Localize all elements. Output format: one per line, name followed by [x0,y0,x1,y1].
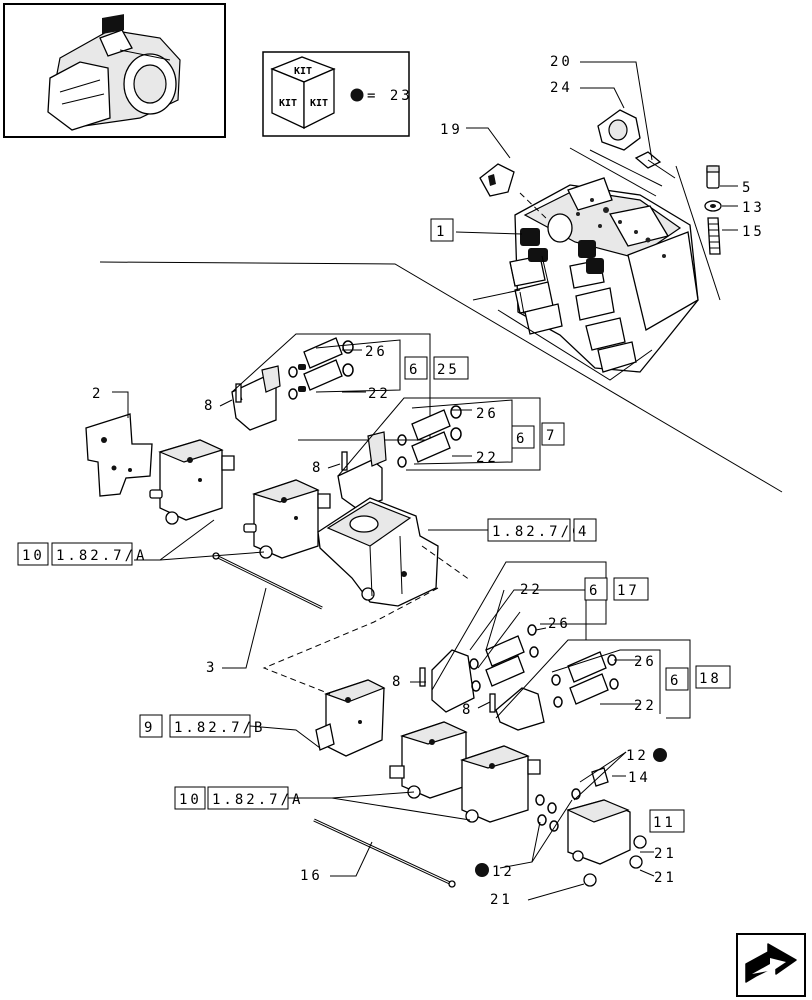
callout-2: 2 [92,386,103,402]
kit-bullet-icon-12a [653,748,667,762]
bracket-assembly-25 [231,337,354,431]
callout-10a: 10 [22,548,45,564]
valve-section-c [317,497,439,607]
main-valve-assembly [509,177,699,373]
kit-quantity-label: = 23 [367,88,413,104]
callout-13: 13 [742,200,765,216]
callout-18: 18 [699,671,722,687]
callout-6c: 6 [589,583,600,599]
callout-26d: 26 [634,654,657,670]
valve-section-a-lower-left [389,721,468,799]
callout-5: 5 [742,180,753,196]
tie-rod-part-3 [212,552,323,610]
plug-part-19 [479,163,515,197]
thumbnail-panel[interactable] [3,3,226,138]
callout-6b: 6 [516,431,527,447]
washer-part-13 [704,200,722,212]
callout-6d: 6 [670,673,681,689]
kit-cube-icon: KIT KIT KIT [270,56,336,130]
callout-8b: 8 [312,460,323,476]
callout-19: 19 [440,122,463,138]
callout-26c: 26 [548,616,571,632]
valve-section-a-right [243,479,331,559]
reference-1-82-7-b: 1.82.7/B [174,720,265,736]
bracket-assembly-18 [489,651,619,731]
callout-22d: 22 [634,698,657,714]
callout-3: 3 [206,660,217,676]
reference-1-82-7-a-bottom: 1.82.7/A [212,792,303,808]
kit-legend: KIT KIT KIT = 23 [262,51,413,137]
reference-1-82-7-c: 1.82.7/C [492,524,583,540]
valve-section-b [315,679,386,757]
callout-16: 16 [300,868,323,884]
callout-4: 4 [578,524,589,540]
end-cover-part-11 [566,799,631,865]
bolt-part-5 [706,165,720,189]
callout-11: 11 [653,815,676,831]
callout-21c: 21 [490,892,513,908]
reference-1-82-7-a-top: 1.82.7/A [56,548,147,564]
next-page-button[interactable] [736,933,806,997]
kit-face-left: KIT [279,98,297,109]
callout-14: 14 [628,770,651,786]
callout-8c: 8 [392,674,403,690]
flange-cover-part-24 [597,109,641,151]
tie-rod-part-16 [313,818,456,888]
callout-8d: 8 [462,702,473,718]
nuts-part-21 [583,835,647,887]
bracket-assembly-17 [419,624,539,713]
bolt-part-20 [634,151,676,179]
callout-24: 24 [550,80,573,96]
callout-22c: 22 [520,582,543,598]
callout-17: 17 [617,583,640,599]
next-page-arrow-icon [745,943,797,983]
stud-part-15 [707,217,721,255]
valve-section-a-left [149,439,235,525]
callout-9: 9 [144,720,155,736]
tractor-housing-thumbnail-icon [47,14,181,131]
callout-26a: 26 [365,344,388,360]
plate-part-2 [85,413,153,497]
callout-21b: 21 [654,870,677,886]
callout-26b: 26 [476,406,499,422]
callout-labels: 20 24 19 1 5 13 15 26 6 25 22 8 2 26 6 7… [17,54,765,908]
callout-8a: 8 [204,398,215,414]
callout-21a: 21 [654,846,677,862]
kit-face-right: KIT [310,98,328,109]
leader-lines [112,61,738,901]
kit-face-top: KIT [294,66,312,77]
callout-10b: 10 [179,792,202,808]
callout-12a: 12 [626,748,649,764]
callout-25: 25 [437,362,460,378]
callout-20: 20 [550,54,573,70]
kit-bullet-icon-12b [475,863,489,877]
valve-section-a-lower-right [460,745,541,823]
callout-7: 7 [546,428,557,444]
kit-bullet-icon [350,88,364,102]
callout-22b: 22 [476,450,499,466]
callout-15: 15 [742,224,765,240]
callout-22a: 22 [368,386,391,402]
callout-1: 1 [436,224,447,240]
bracket-assembly-7 [337,405,462,509]
callout-12b: 12 [492,864,515,880]
callout-6a: 6 [409,362,420,378]
